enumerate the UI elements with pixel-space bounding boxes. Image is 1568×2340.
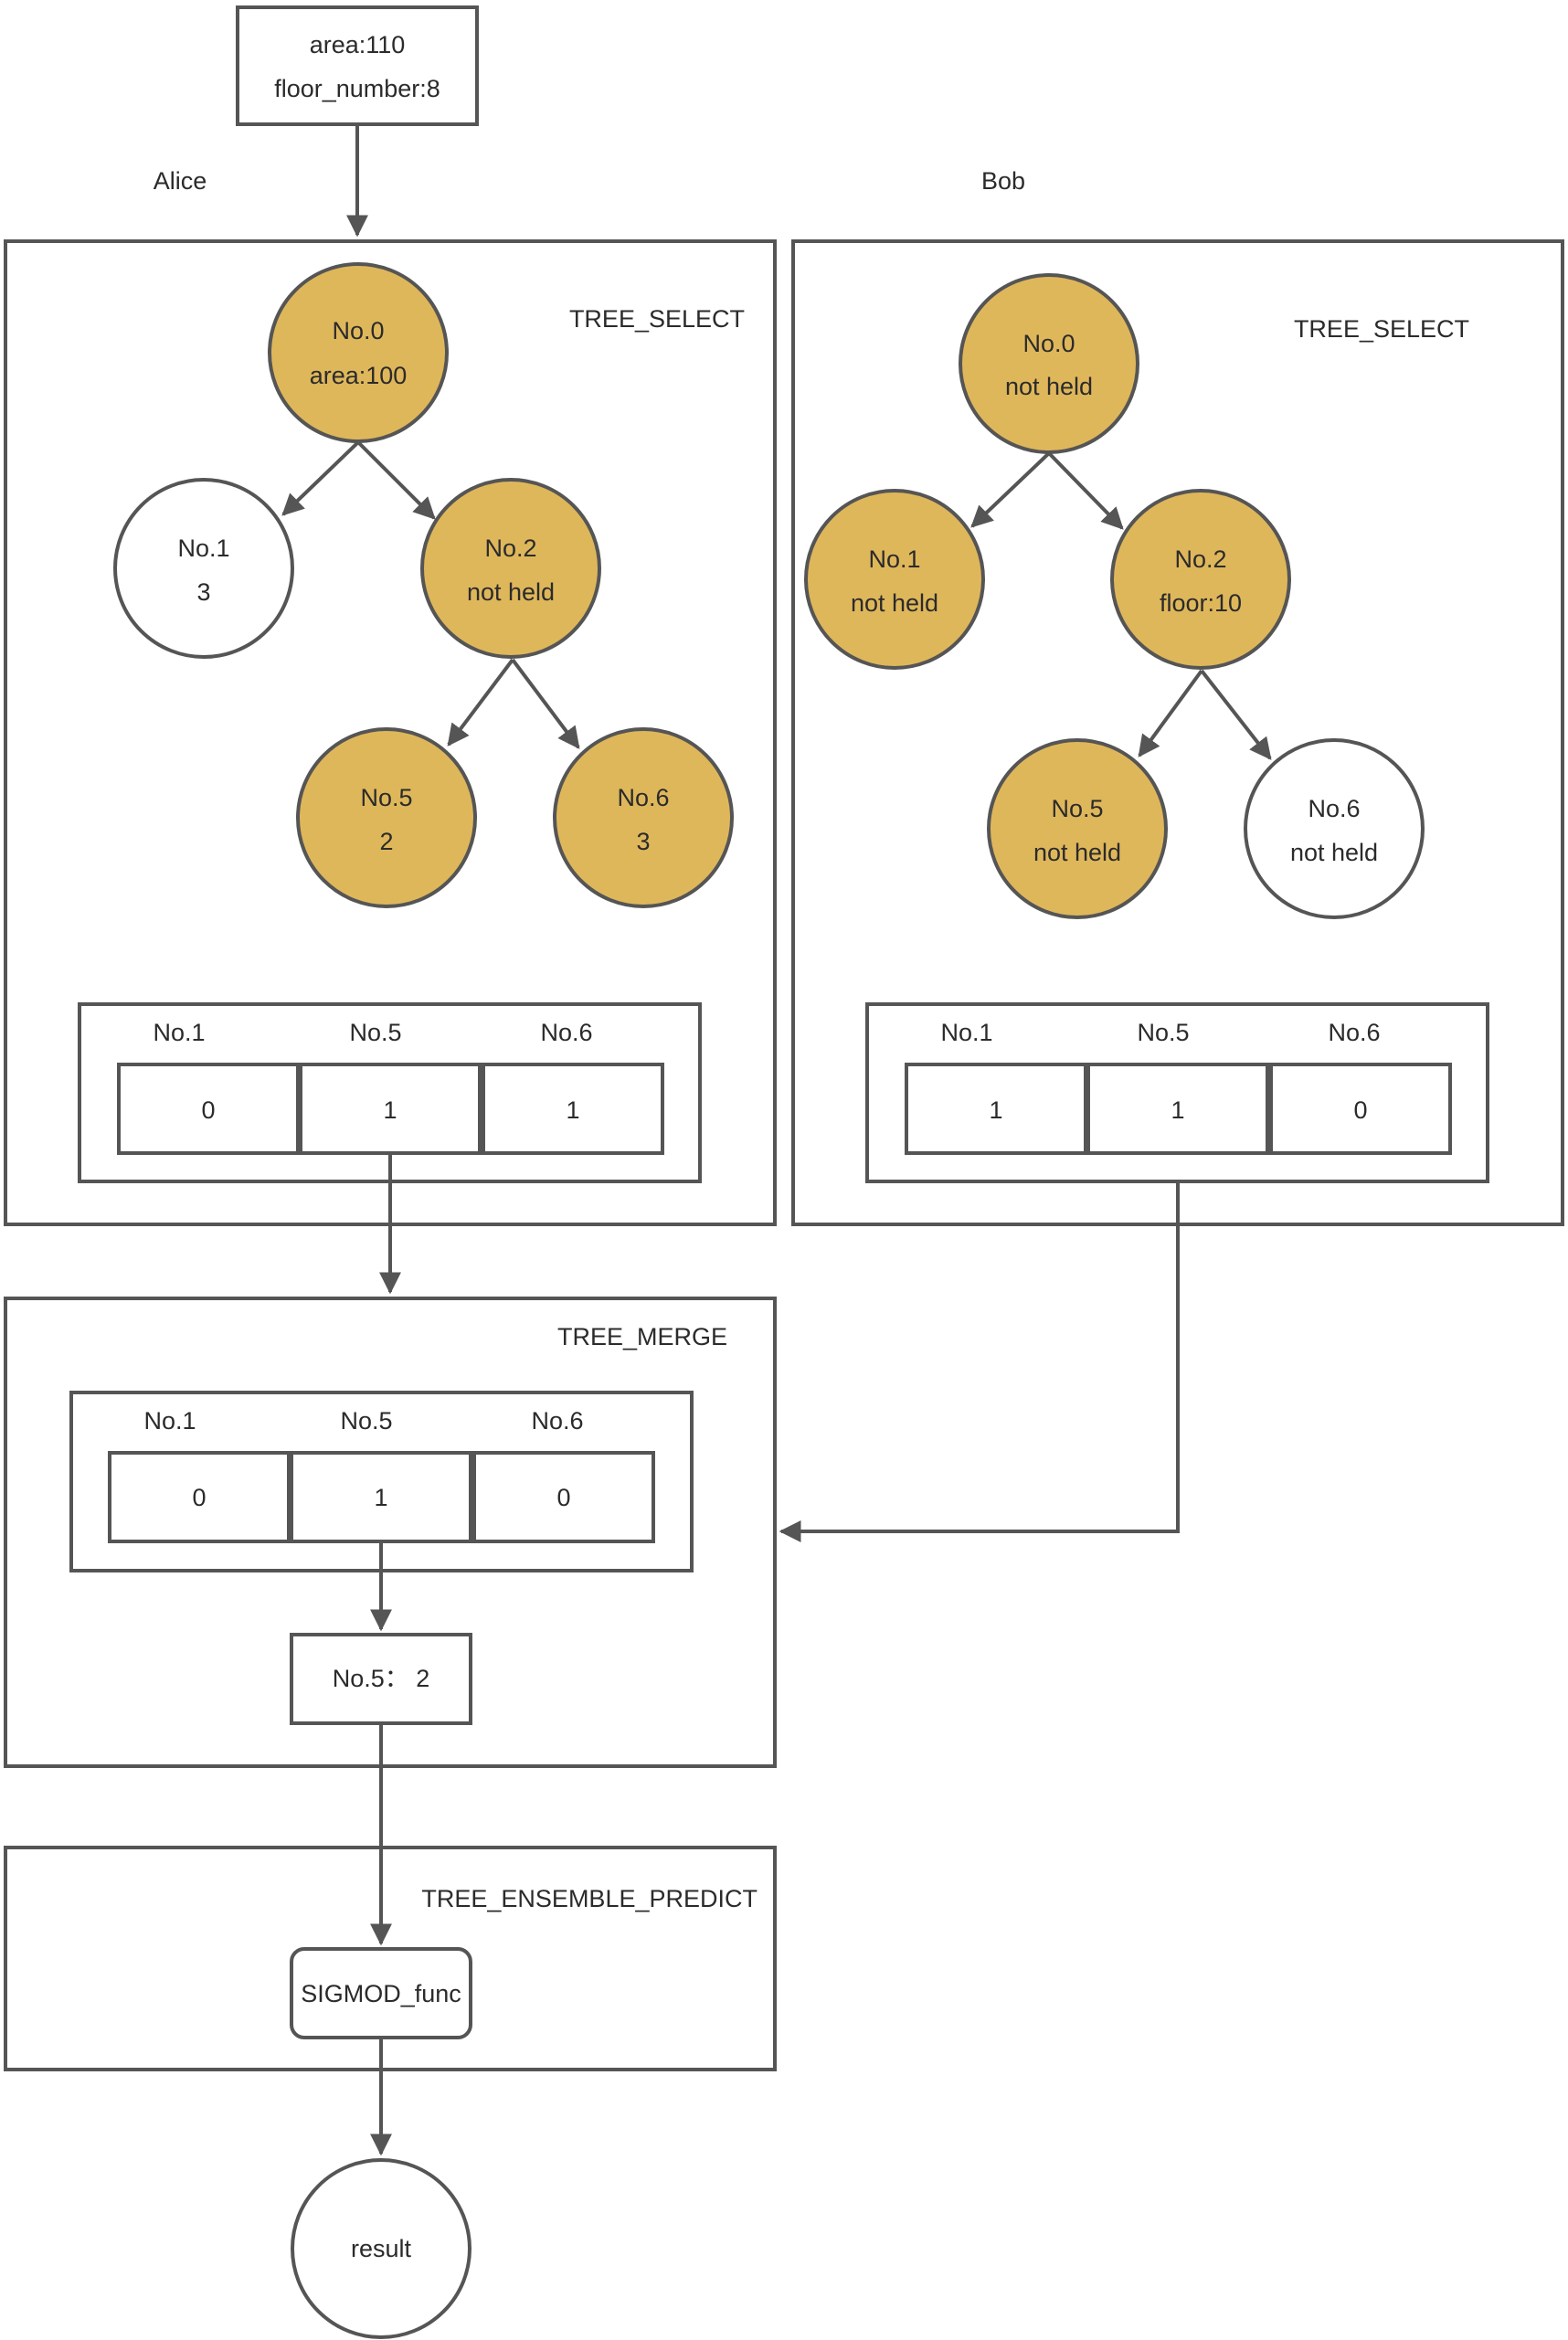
alice-node-1: No.1 3: [113, 478, 294, 659]
party-label-bob: Bob: [981, 167, 1025, 195]
bob-vector-cell-6: [1269, 1063, 1452, 1155]
alice-vector-value-5: 1: [383, 1096, 397, 1124]
bob-edge-2-6: [1200, 669, 1272, 760]
predict-panel-title: TREE_ENSEMBLE_PREDICT: [421, 1885, 758, 1912]
alice-leaf-vector: No.1 No.5 No.6 0 1 1: [78, 1002, 702, 1183]
alice-node-0-value: area:100: [310, 362, 408, 389]
merge-vector-cell-1: [108, 1451, 291, 1543]
alice-node-5-id: No.5: [360, 784, 412, 811]
alice-node-0: No.0 area:100: [268, 262, 449, 443]
bob-vector-value-6: 0: [1353, 1096, 1367, 1124]
merge-vector-cell-5: [290, 1451, 472, 1543]
bob-node-2: No.2 floor:10: [1110, 489, 1291, 670]
bob-leaf-vector: No.1 No.5 No.6 1 1 0: [865, 1002, 1489, 1183]
alice-vector-value-1: 0: [201, 1096, 215, 1124]
alice-node-1-id: No.1: [177, 535, 229, 562]
alice-vector-header-6: No.6: [540, 1019, 592, 1046]
bob-node-1-id: No.1: [868, 545, 920, 573]
bob-node-5-value: not held: [1033, 839, 1121, 866]
merge-vector-value-5: 1: [374, 1484, 387, 1511]
input-line-area: area:110: [310, 31, 406, 58]
alice-panel-title: TREE_SELECT: [569, 305, 745, 333]
alice-tree-select-panel: TREE_SELECT No.0 area:100 No.1 3 No.2 no…: [4, 239, 777, 1226]
input-line-floor: floor_number:8: [274, 75, 440, 102]
tree-merge-panel: TREE_MERGE No.1 No.5 No.6 0 1 0 No.5： 2: [4, 1297, 777, 1768]
alice-node-6-value: 3: [636, 828, 650, 855]
alice-vector-header-5: No.5: [349, 1019, 401, 1046]
merge-leaf-result-box: No.5： 2: [290, 1633, 472, 1725]
bob-node-2-id: No.2: [1174, 545, 1226, 573]
bob-node-6-value: not held: [1290, 839, 1378, 866]
alice-node-2: No.2 not held: [420, 478, 601, 659]
alice-node-0-id: No.0: [332, 317, 384, 344]
bob-vector-header-5: No.5: [1137, 1019, 1189, 1046]
bob-panel-title: TREE_SELECT: [1294, 315, 1469, 343]
bob-vector-cell-5: [1086, 1063, 1269, 1155]
bob-vector-value-5: 1: [1171, 1096, 1184, 1124]
bob-to-merge-arrow: [779, 1181, 1180, 1542]
bob-node-2-value: floor:10: [1160, 589, 1242, 617]
input-box: area:110 floor_number:8: [236, 5, 479, 126]
merge-vector-header-6: No.6: [531, 1407, 583, 1435]
result-label: result: [351, 2235, 412, 2262]
merge-leaf-result: No.5： 2: [333, 1665, 430, 1692]
bob-edge-0-1: [970, 451, 1051, 528]
alice-node-6-id: No.6: [617, 784, 669, 811]
bob-vector-header-1: No.1: [940, 1019, 992, 1046]
alice-node-5: No.5 2: [296, 727, 477, 908]
merge-panel-title: TREE_MERGE: [557, 1323, 727, 1350]
alice-node-2-id: No.2: [484, 535, 536, 562]
party-label-alice: Alice: [154, 167, 207, 195]
bob-node-5-id: No.5: [1051, 795, 1103, 822]
bob-node-0: No.0 not held: [959, 273, 1139, 454]
alice-vector-value-6: 1: [566, 1096, 579, 1124]
bob-vector-value-1: 1: [989, 1096, 1002, 1124]
bob-edge-0-2: [1047, 451, 1124, 530]
sigmod-func-label: SIGMOD_func: [301, 1980, 461, 2007]
bob-node-0-id: No.0: [1022, 330, 1075, 357]
alice-edge-0-1: [281, 440, 360, 516]
merge-vector-header-5: No.5: [340, 1407, 392, 1435]
bob-node-1: No.1 not held: [804, 489, 985, 670]
sigmod-func-box: SIGMOD_func: [290, 1947, 472, 2039]
merge-vector-header-1: No.1: [143, 1407, 196, 1435]
bob-node-6-id: No.6: [1308, 795, 1360, 822]
alice-node-5-value: 2: [379, 828, 393, 855]
bob-node-0-value: not held: [1005, 373, 1093, 400]
bob-vector-cell-1: [905, 1063, 1087, 1155]
alice-vector-header-1: No.1: [153, 1019, 205, 1046]
bob-node-5: No.5 not held: [987, 738, 1168, 919]
alice-edge-0-2: [356, 440, 436, 520]
merge-leaf-vector: No.1 No.5 No.6 0 1 0: [69, 1391, 694, 1572]
alice-edge-2-6: [511, 658, 580, 749]
alice-vector-cell-6: [482, 1063, 664, 1155]
bob-node-6: No.6 not held: [1244, 738, 1425, 919]
alice-edge-2-5: [447, 658, 514, 746]
alice-node-1-value: 3: [196, 578, 210, 606]
bob-node-1-value: not held: [851, 589, 938, 617]
merge-vector-value-1: 0: [192, 1484, 206, 1511]
bob-vector-header-6: No.6: [1328, 1019, 1380, 1046]
bob-edge-2-5: [1138, 669, 1203, 757]
merge-vector-cell-6: [472, 1451, 655, 1543]
alice-node-6: No.6 3: [553, 727, 734, 908]
alice-node-2-value: not held: [467, 578, 555, 606]
bob-tree-select-panel: TREE_SELECT No.0 not held No.1 not held …: [791, 239, 1564, 1226]
result-node: result: [291, 2158, 471, 2339]
alice-vector-cell-1: [117, 1063, 300, 1155]
tree-ensemble-predict-panel: TREE_ENSEMBLE_PREDICT SIGMOD_func: [4, 1846, 777, 2071]
merge-vector-value-6: 0: [556, 1484, 570, 1511]
